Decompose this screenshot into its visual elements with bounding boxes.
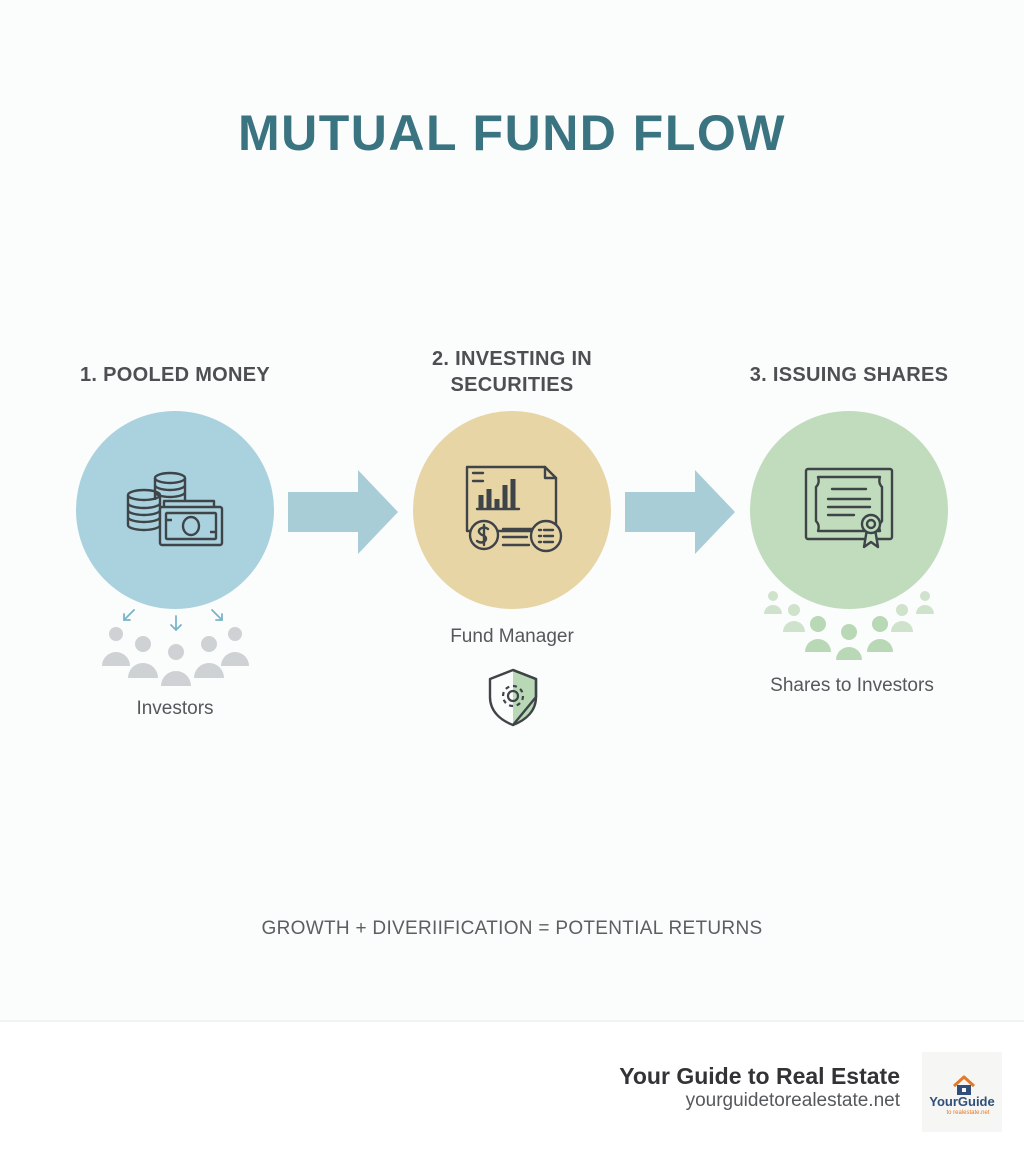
page-title: MUTUAL FUND FLOW <box>238 105 786 161</box>
footer-divider <box>0 1020 1024 1022</box>
securities-report-icon <box>465 465 563 553</box>
shield-gear-icon <box>488 668 538 727</box>
certificate-icon <box>804 467 894 549</box>
shares-to-investors-label: Shares to Investors <box>770 675 934 696</box>
flow-arrow-2 <box>625 470 735 554</box>
step-3-title: 3. ISSUING SHARES <box>749 364 949 386</box>
money-stack-icon <box>126 471 224 547</box>
brand-url: yourguidetorealestate.net <box>685 1090 900 1111</box>
house-logo-icon: YourGuide to realestate.net <box>929 1075 995 1116</box>
step-2-circle <box>413 411 611 609</box>
formula-text: GROWTH + DIVERIIFICATION = POTENTIAL RET… <box>261 918 763 939</box>
fund-manager-label: Fund Manager <box>450 626 574 647</box>
investors-label: Investors <box>136 698 214 719</box>
step-2-title: 2. INVESTING IN SECURITIES <box>392 346 632 398</box>
step-2-title-line1: 2. INVESTING IN <box>431 348 593 370</box>
investors-group-icon <box>102 609 249 686</box>
logo-wordmark: YourGuide <box>929 1094 994 1109</box>
shareholders-group-icon <box>764 591 934 660</box>
step-1-title: 1. POOLED MONEY <box>79 364 271 386</box>
step-2-title-line2: SECURITIES <box>450 374 574 396</box>
logo-subtext: to realestate.net <box>946 1110 989 1116</box>
brand-logo: YourGuide to realestate.net <box>922 1052 1002 1132</box>
flow-arrow-1 <box>288 470 398 554</box>
step-1-circle <box>76 411 274 609</box>
brand-name: Your Guide to Real Estate <box>619 1063 900 1089</box>
step-3-circle <box>750 411 948 609</box>
